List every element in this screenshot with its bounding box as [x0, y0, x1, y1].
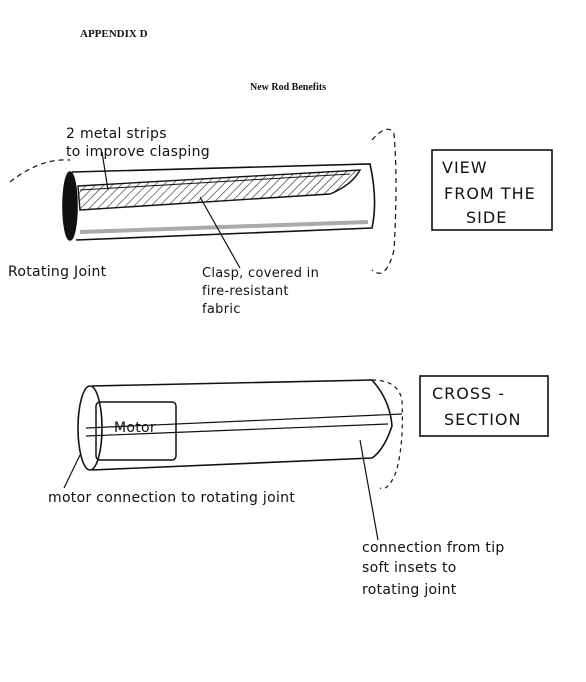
clasp-label-line2: fire-resistant	[202, 284, 289, 299]
side-view-label-box	[431, 149, 553, 231]
connection-line-lower	[85, 423, 389, 437]
side-view-rod	[9, 128, 397, 274]
tip-connection-label-line3: rotating joint	[362, 582, 457, 598]
clasp-label-line3: fabric	[202, 302, 241, 317]
side-view-box-line3: SIDE	[466, 208, 508, 227]
cross-section-box-line1: CROSS -	[432, 384, 506, 403]
strips-leader	[101, 151, 109, 191]
cross-section-label-box	[419, 375, 549, 437]
cross-section-body	[91, 379, 393, 471]
right-motion-arc	[371, 128, 397, 274]
rotating-joint-label: Rotating Joint	[8, 264, 107, 280]
rod-body-outline	[71, 163, 376, 241]
page-title: New Rod Benefits	[250, 82, 327, 93]
connection-line-upper	[85, 413, 403, 429]
tip-connection-leader	[359, 439, 379, 541]
clasp-label-line1: Clasp, covered in	[202, 266, 320, 281]
strips-label-line1: 2 metal strips	[66, 126, 167, 142]
left-motion-arc	[9, 159, 71, 183]
side-view-box-line2: FROM THE	[444, 184, 536, 203]
motor-box	[95, 401, 177, 461]
motor-connection-label: motor connection to rotating joint	[48, 490, 296, 506]
rod-shading-bottom	[79, 220, 369, 234]
side-view-box-line1: VIEW	[442, 158, 488, 177]
appendix-heading: APPENDIX D	[80, 28, 148, 40]
clasp-leader	[199, 196, 241, 269]
rotating-joint-cap	[62, 171, 78, 241]
clasp-strip	[77, 169, 362, 211]
cross-section-rod	[63, 379, 403, 541]
tip-connection-label-line1: connection from tip	[362, 540, 505, 556]
strips-label-line2: to improve clasping	[66, 144, 210, 160]
cross-section-end	[77, 385, 103, 471]
metal-strip-line	[79, 173, 351, 191]
motor-label: Motor	[114, 420, 156, 436]
cross-section-box-line2: SECTION	[444, 410, 522, 429]
right-dashed-arc	[371, 379, 403, 490]
motor-connection-leader	[63, 454, 81, 489]
tip-connection-label-line2: soft insets to	[362, 560, 457, 576]
